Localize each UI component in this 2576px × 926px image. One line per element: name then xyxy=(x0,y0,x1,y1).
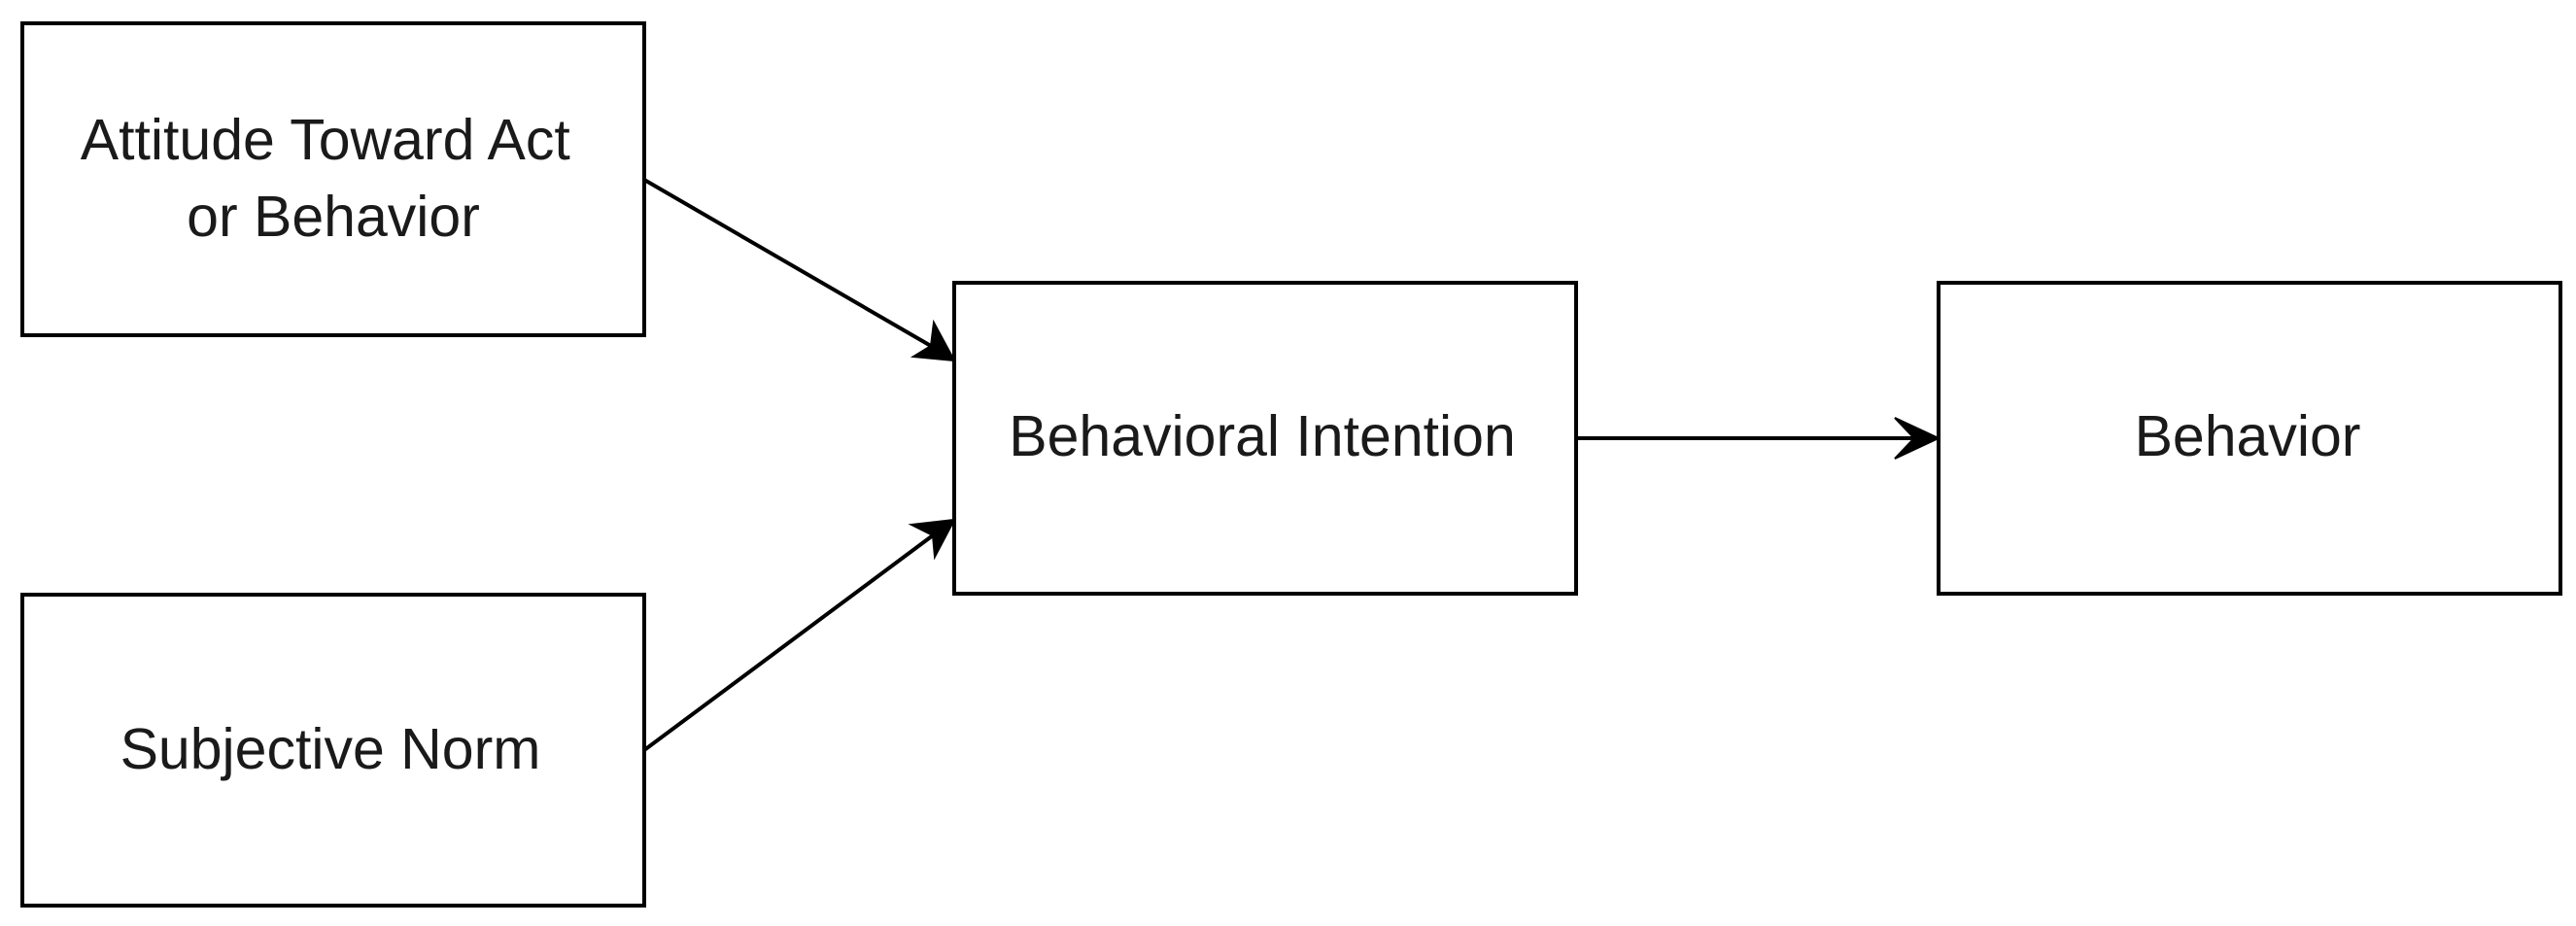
node-attitude-label: Attitude Toward Act or Behavior xyxy=(81,108,586,249)
edge-intention-to-behavior-arrowhead xyxy=(1894,417,1941,460)
node-subjective-norm: Subjective Norm xyxy=(20,593,646,908)
node-subjective-norm-label: Subjective Norm xyxy=(120,717,541,781)
node-attitude: Attitude Toward Act or Behavior xyxy=(20,21,646,337)
edge-norm-to-intention xyxy=(642,518,956,752)
node-attitude-box xyxy=(20,21,646,337)
node-attitude-label-line-1: Attitude Toward Act xyxy=(81,108,570,172)
edge-attitude-to-intention-arrowhead xyxy=(910,319,956,362)
node-behavior-box xyxy=(1937,281,2562,596)
edge-intention-to-behavior xyxy=(1576,417,1941,460)
edge-norm-to-intention-arrowhead xyxy=(908,518,956,561)
node-behavior: Behavior xyxy=(1937,281,2562,596)
edge-norm-to-intention-line xyxy=(642,533,935,752)
node-behavioral-intention-label: Behavioral Intention xyxy=(1009,404,1516,468)
edge-attitude-to-intention xyxy=(642,178,956,362)
edge-attitude-to-intention-line xyxy=(642,178,933,348)
node-attitude-label-line-2: or Behavior xyxy=(187,185,480,249)
node-behavioral-intention: Behavioral Intention xyxy=(952,281,1578,596)
node-subjective-norm-box xyxy=(20,593,646,908)
node-behavior-label: Behavior xyxy=(2135,404,2361,468)
